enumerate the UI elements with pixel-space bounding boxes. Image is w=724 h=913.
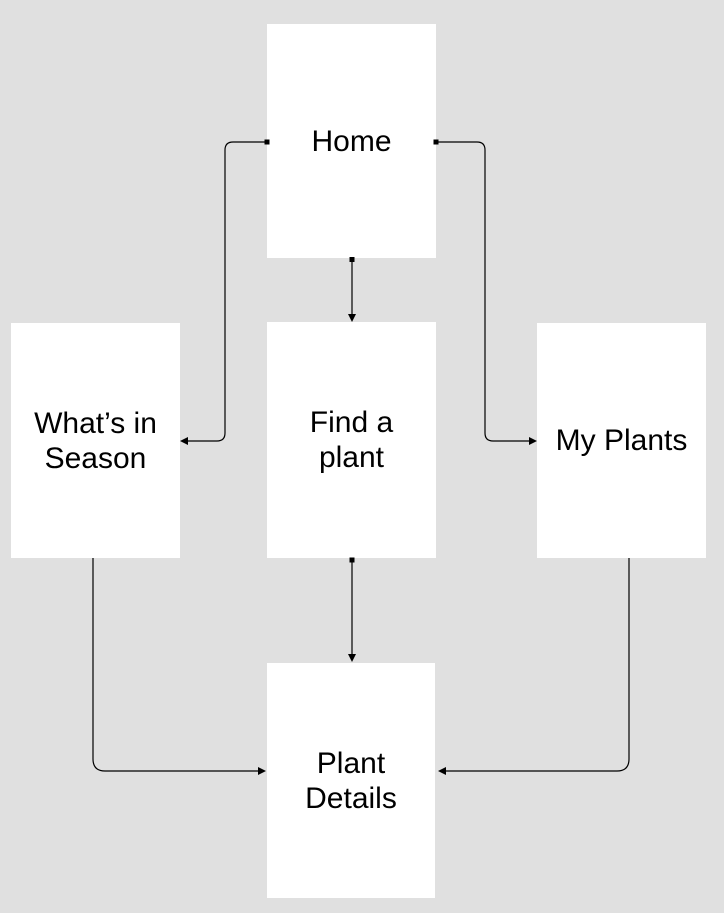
node-my-plants[interactable]: My Plants xyxy=(537,323,706,558)
edge-home-to-my-plants xyxy=(433,139,537,445)
node-find-a-plant-label: Find a plant xyxy=(309,406,394,474)
edge-home-to-find-a-plant xyxy=(348,257,356,322)
edge-line xyxy=(92,558,258,772)
node-plant-details[interactable]: Plant Details xyxy=(267,663,435,898)
edge-line xyxy=(436,141,530,442)
arrowhead-down-icon xyxy=(348,654,356,662)
node-whats-in-season[interactable]: What’s in Season xyxy=(11,323,180,558)
arrowhead-right-icon xyxy=(529,437,537,445)
arrowhead-right-icon xyxy=(258,767,266,775)
edge-whats-in-season-to-plant-details xyxy=(92,558,266,775)
edge-my-plants-to-plant-details xyxy=(438,558,630,775)
node-whats-in-season-label: What’s in Season xyxy=(34,406,157,475)
edge-start-square xyxy=(349,557,355,563)
edge-line xyxy=(187,141,267,442)
arrowhead-down-icon xyxy=(348,314,356,322)
edge-line xyxy=(446,558,630,772)
edge-home-to-whats-in-season xyxy=(180,139,270,445)
node-home[interactable]: Home xyxy=(267,24,436,258)
arrowhead-left-icon xyxy=(180,437,188,445)
node-my-plants-label: My Plants xyxy=(555,424,688,457)
node-home-label: Home xyxy=(311,124,392,158)
node-plant-details-label: Plant Details xyxy=(305,746,397,815)
edge-find-a-plant-to-plant-details xyxy=(348,557,356,662)
node-find-a-plant[interactable]: Find a plant xyxy=(267,322,436,558)
arrowhead-left-icon xyxy=(438,767,446,775)
